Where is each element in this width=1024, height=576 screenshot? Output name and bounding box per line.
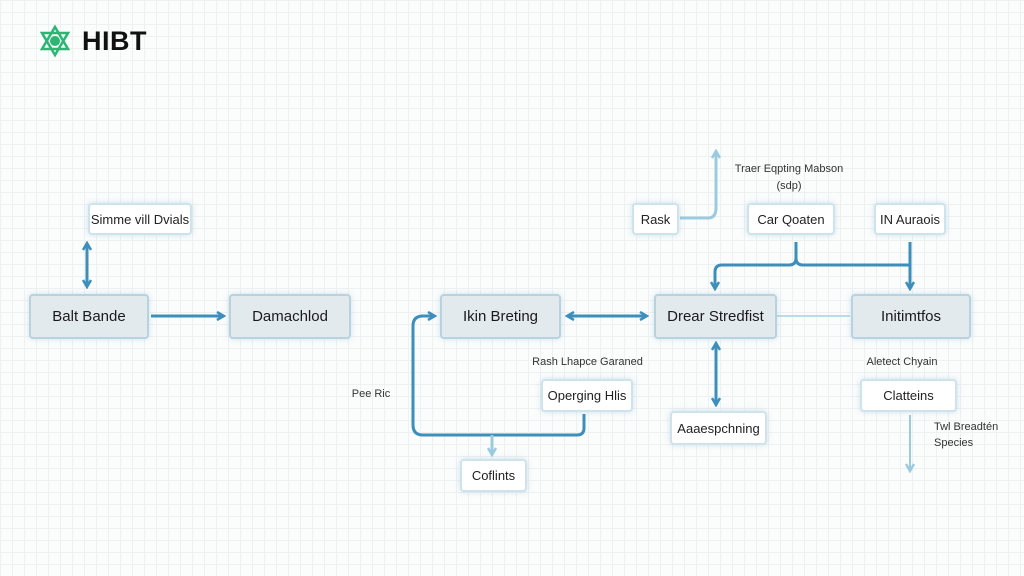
node-ikin[interactable]: Ikin Breting (440, 294, 561, 339)
node-operging[interactable]: Operging Hlis (541, 379, 633, 412)
label-twl: Twl Breadtén (934, 421, 999, 433)
node-coflints[interactable]: Coflints (460, 459, 527, 492)
arrow-rask-up (680, 152, 716, 220)
label-pee: Pee Ric (351, 388, 391, 400)
node-damachlod[interactable]: Damachlod (229, 294, 351, 339)
node-car[interactable]: Car Qoaten (747, 203, 835, 235)
node-drear[interactable]: Drear Stredfist (654, 294, 777, 339)
node-initimtfos[interactable]: Initimtfos (851, 294, 971, 339)
label-rash: Rash Lhapce Garaned (532, 356, 643, 368)
label-traer: Traer Eqpting Mabson (734, 163, 844, 175)
label-species: Species (934, 437, 974, 449)
bracket-car (715, 242, 798, 288)
label-aletect: Aletect Chyain (866, 356, 938, 368)
bracket-car-right (794, 257, 910, 267)
logo-text: HIBT (82, 25, 147, 56)
node-simme[interactable]: Simme vill Dvials (88, 203, 192, 235)
node-rask[interactable]: Rask (632, 203, 679, 235)
star-of-david-leaf-icon (39, 24, 71, 58)
label-sdp: (sdp) (776, 180, 802, 192)
node-clatteins[interactable]: Clatteins (860, 379, 957, 412)
node-balt[interactable]: Balt Bande (29, 294, 149, 339)
logo: HIBT (38, 24, 147, 58)
node-in-auraois[interactable]: IN Auraois (874, 203, 946, 235)
node-aaaespchning[interactable]: Aaaespchning (670, 411, 767, 445)
loop-operging-ikin (411, 316, 586, 437)
